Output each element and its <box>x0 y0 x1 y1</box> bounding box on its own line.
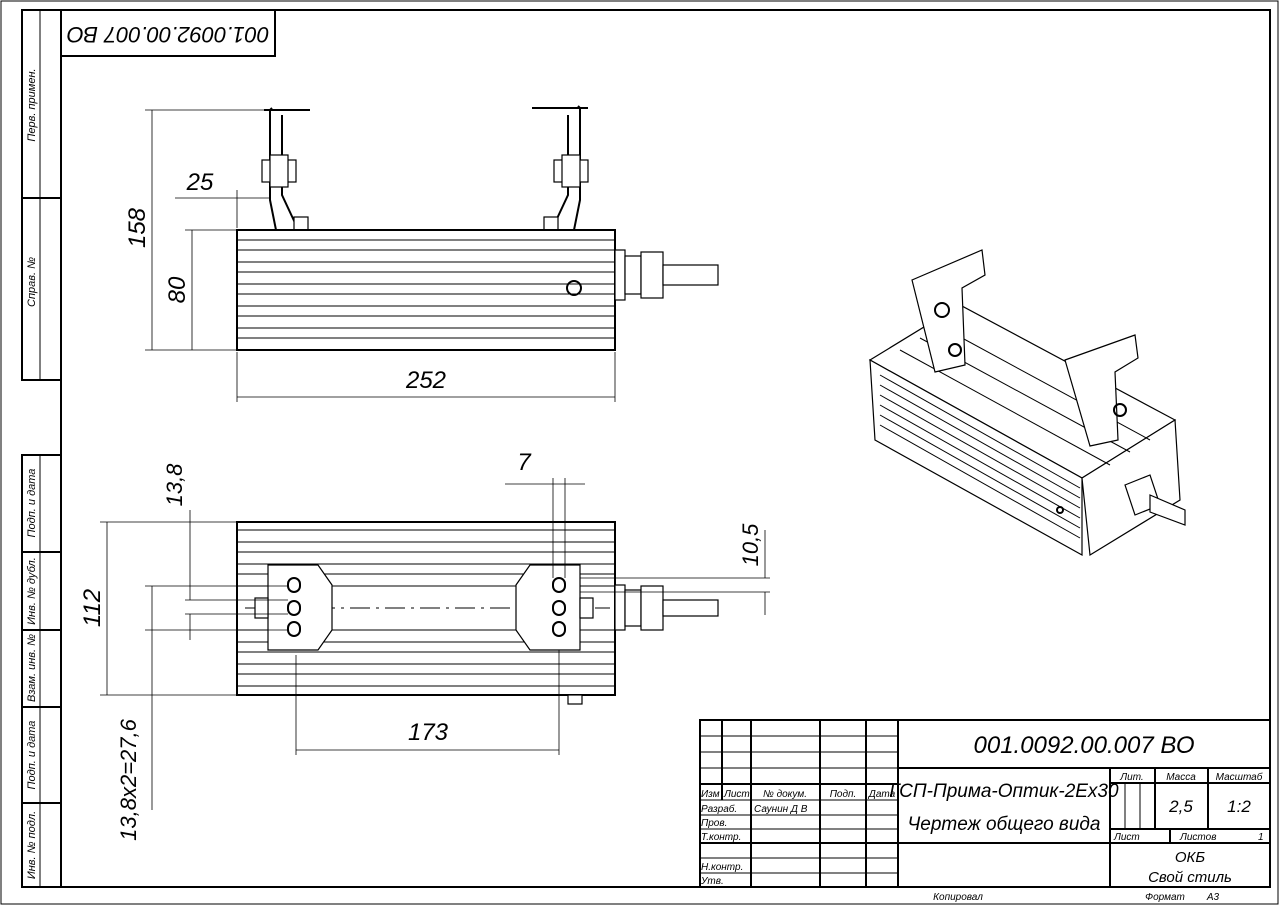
format-label: Формат <box>1145 892 1185 903</box>
side-label: Инв. № дубл. <box>26 557 38 625</box>
lit-label: Лит. <box>1119 772 1143 783</box>
side-label: Перв. примен. <box>26 68 38 141</box>
header-list: Лист <box>723 789 750 800</box>
dim-bracket-offset: 25 <box>186 169 214 196</box>
mass-label: Масса <box>1166 772 1196 783</box>
dim-body-height: 80 <box>164 276 191 303</box>
side-label: Подп. и дата <box>26 721 38 790</box>
dim-bracket-spacing: 173 <box>408 719 449 746</box>
side-label: Взам. инв. № <box>26 634 38 702</box>
mass-value: 2,5 <box>1168 797 1193 816</box>
side-strip: Перв. примен. Справ. № Подп. и дата Инв.… <box>21 9 62 888</box>
header-sign: Подп. <box>830 789 857 800</box>
copied-label: Копировал <box>933 892 983 903</box>
format-value: А3 <box>1206 892 1220 903</box>
role-razrab: Разраб. <box>701 803 737 815</box>
inner-frame <box>60 9 1271 888</box>
org-name: ОКБ <box>1175 849 1206 866</box>
side-label: Подп. и дата <box>26 469 38 538</box>
developer-name: Саунин Д В <box>754 804 808 815</box>
doc-number: 001.0092.00.007 ВО <box>974 732 1195 759</box>
side-label: Справ. № <box>26 257 38 307</box>
role-utv: Утв. <box>700 876 724 887</box>
title-block: 001.0092.00.007 ВО ГСП-Прима-Оптик-2Ex30… <box>699 719 1271 903</box>
header-date: Дата <box>868 789 896 800</box>
dim-rib-formula: 13,8x2=27,6 <box>116 718 141 840</box>
sheets-count: 1 <box>1258 832 1264 843</box>
dim-slot: 7 <box>517 449 532 476</box>
front-view: 158 25 80 252 <box>124 105 719 402</box>
rotated-stamp: 001.0092.00.007 ВО <box>60 9 276 57</box>
role-tkontr: Т.контр. <box>701 832 741 843</box>
product-name: ГСП-Прима-Оптик-2Ex30 <box>889 781 1119 802</box>
scale-value: 1:2 <box>1227 797 1251 816</box>
isometric-view <box>868 249 1186 557</box>
sheets-label: Листов <box>1179 832 1216 843</box>
dim-slot-offset: 10,5 <box>738 523 763 567</box>
role-prov: Пров. <box>701 818 727 829</box>
stamp-code: 001.0092.00.007 ВО <box>67 22 270 47</box>
header-izm: Изм <box>701 789 720 800</box>
dim-width: 112 <box>79 589 106 627</box>
header-doc: № докум. <box>763 789 807 800</box>
dim-height-total: 158 <box>124 207 151 248</box>
side-label: Инв. № подл. <box>26 811 38 879</box>
ground-screw-icon <box>566 280 582 296</box>
sheet-label: Лист <box>1113 832 1140 843</box>
dim-length: 252 <box>405 367 446 394</box>
top-view: 112 13,8 7 10,5 173 13,8x2=27,6 <box>79 449 770 841</box>
scale-label: Масштаб <box>1216 771 1263 783</box>
org-subtitle: Свой стиль <box>1148 869 1232 886</box>
dim-rib-offset: 13,8 <box>162 463 187 507</box>
role-nkontr: Н.контр. <box>701 862 743 873</box>
drawing-type: Чертеж общего вида <box>907 814 1100 835</box>
